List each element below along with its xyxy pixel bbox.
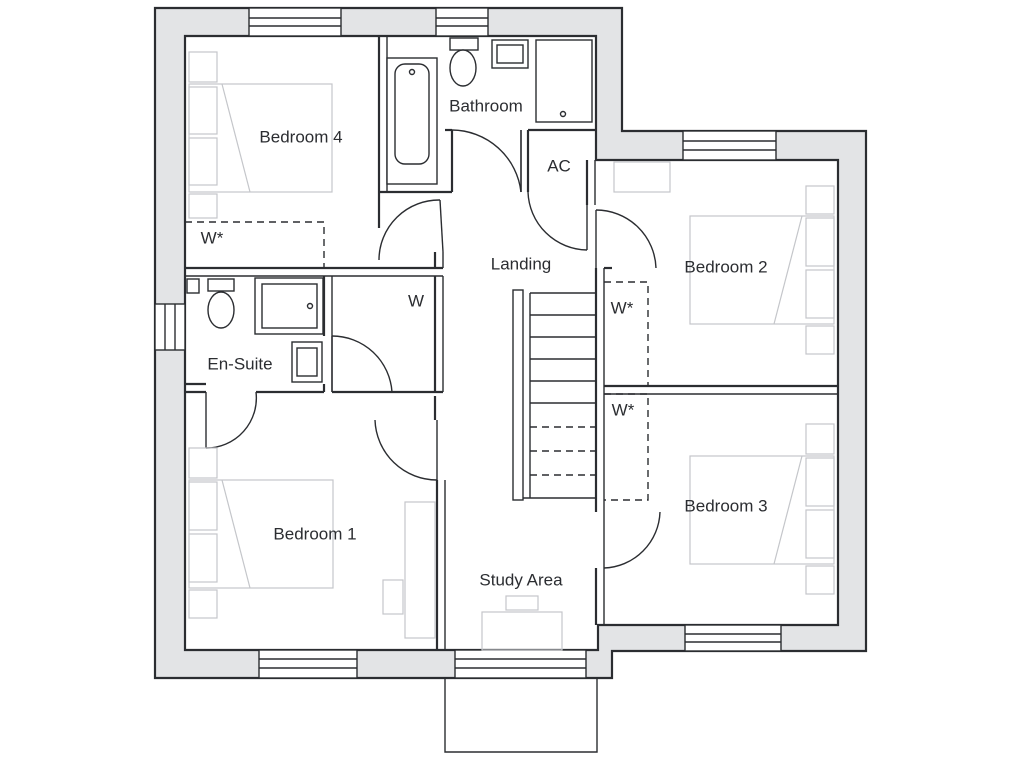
room-labels: Bedroom 4 Bathroom AC Landing Bedroom 2 … xyxy=(201,96,768,589)
label-bedroom-3: Bedroom 3 xyxy=(684,496,767,515)
label-landing: Landing xyxy=(491,254,552,273)
furniture xyxy=(188,51,835,651)
label-en-suite: En-Suite xyxy=(207,354,272,373)
interior-walls xyxy=(185,36,838,650)
toilet-cistern xyxy=(207,278,235,292)
window xyxy=(258,649,358,679)
bathroom-fixtures xyxy=(386,37,593,185)
window xyxy=(248,7,342,37)
label-bedroom-1: Bedroom 1 xyxy=(273,524,356,543)
label-bathroom: Bathroom xyxy=(449,96,523,115)
ensuite-fixtures xyxy=(186,277,324,383)
window xyxy=(154,303,186,351)
label-bedroom-2: Bedroom 2 xyxy=(684,257,767,276)
label-wardrobe-bedroom-4: W* xyxy=(201,228,224,247)
label-bedroom-4: Bedroom 4 xyxy=(259,127,342,146)
window xyxy=(684,624,782,652)
label-wardrobe-bedroom-3: W* xyxy=(612,400,635,419)
wardrobes xyxy=(185,221,649,501)
toilet xyxy=(207,291,235,329)
window xyxy=(454,649,587,679)
shower xyxy=(535,39,593,123)
windows xyxy=(154,7,782,679)
doors xyxy=(205,129,661,569)
toilet-cistern xyxy=(449,37,479,51)
label-ac: AC xyxy=(547,156,571,175)
window xyxy=(435,7,489,37)
staircase xyxy=(512,289,596,501)
window xyxy=(682,130,777,161)
label-study-area: Study Area xyxy=(479,570,563,589)
porch-outline xyxy=(444,678,598,753)
label-wardrobe-ensuite: W xyxy=(408,291,424,310)
toilet xyxy=(449,49,477,87)
label-wardrobe-bedroom-2: W* xyxy=(611,298,634,317)
